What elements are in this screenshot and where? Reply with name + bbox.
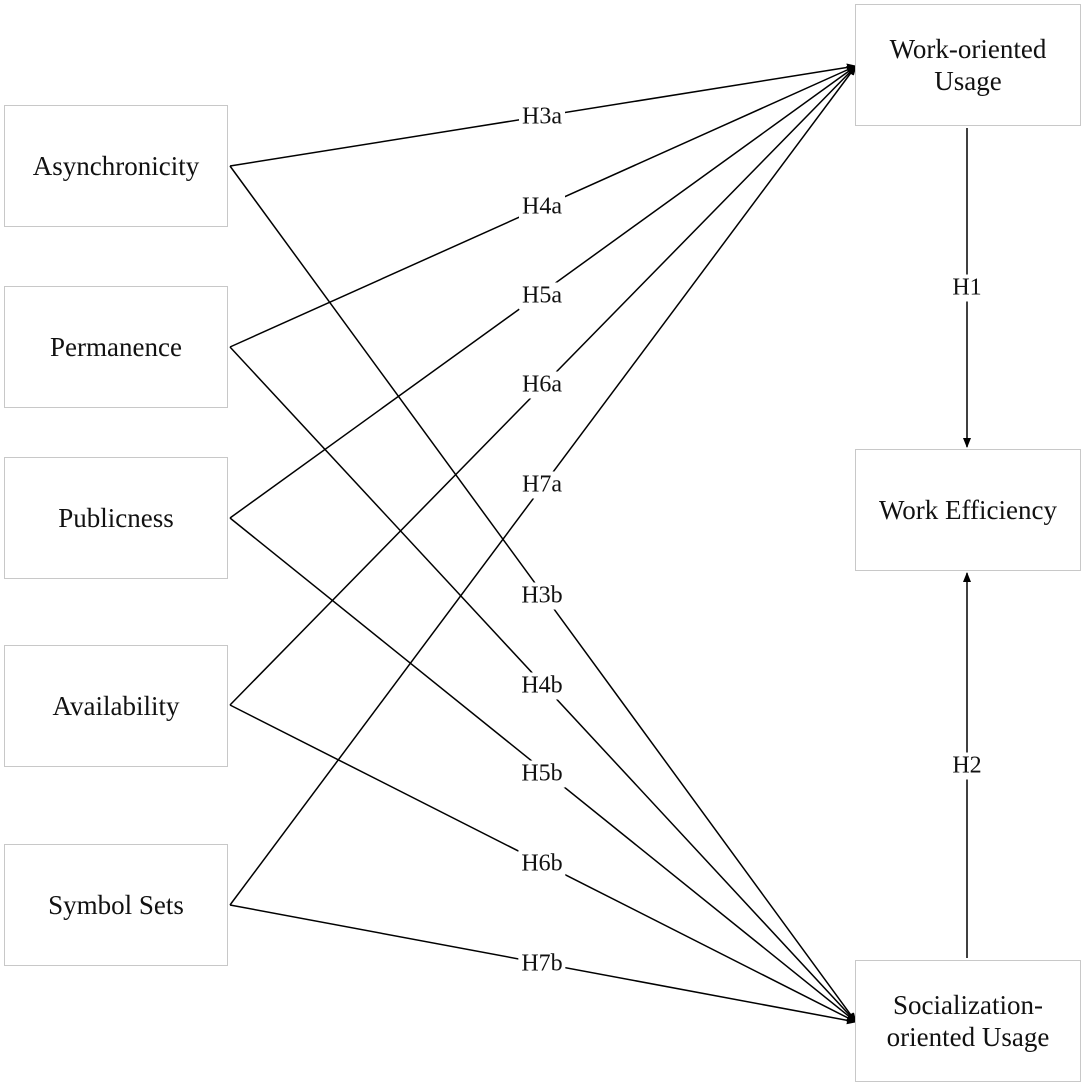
label-h7b: H7b — [518, 950, 566, 978]
label-h3a: H3a — [519, 103, 565, 131]
box-availability: Availability — [4, 645, 228, 767]
label-h2: H2 — [949, 752, 985, 780]
box-asynchronicity: Asynchronicity — [4, 105, 228, 227]
label-h4b: H4b — [518, 672, 566, 700]
label-h6a: H6a — [519, 371, 565, 399]
label-h5b: H5b — [518, 760, 566, 788]
publicness-label: Publicness — [58, 502, 174, 533]
label-h1: H1 — [949, 274, 985, 302]
box-work-efficiency: Work Efficiency — [855, 449, 1081, 571]
box-symbol-sets: Symbol Sets — [4, 844, 228, 966]
box-work-oriented-usage: Work-oriented Usage — [855, 4, 1081, 126]
label-h7a: H7a — [519, 471, 565, 499]
label-h5a: H5a — [519, 282, 565, 310]
label-h6b: H6b — [518, 850, 566, 878]
label-h4a: H4a — [519, 193, 565, 221]
availability-label: Availability — [52, 690, 180, 721]
work-oriented-usage-label: Work-oriented Usage — [889, 33, 1047, 96]
socialization-oriented-usage-label: Socialization- oriented Usage — [886, 989, 1050, 1052]
asynchronicity-label: Asynchronicity — [32, 150, 200, 181]
box-permanence: Permanence — [4, 286, 228, 408]
box-socialization-oriented-usage: Socialization- oriented Usage — [855, 960, 1081, 1082]
label-h3b: H3b — [518, 582, 566, 610]
symbol-sets-label: Symbol Sets — [48, 889, 184, 920]
work-efficiency-label: Work Efficiency — [878, 494, 1057, 525]
box-publicness: Publicness — [4, 457, 228, 579]
permanence-label: Permanence — [50, 331, 182, 362]
